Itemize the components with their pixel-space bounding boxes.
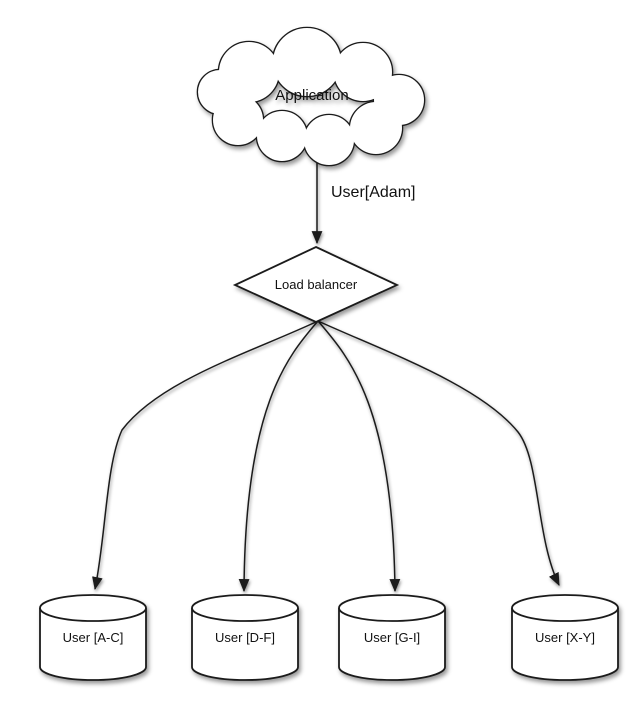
shard-node-d-f: User [D-F] (191, 594, 299, 681)
cylinder-top (338, 594, 446, 622)
application-cloud-node: Application (196, 26, 426, 167)
cylinder-body (191, 608, 299, 681)
cylinder-body (511, 608, 619, 681)
edge-lb-to-shard-x-y-arrow (317, 320, 560, 586)
load-balancer-diamond (232, 246, 400, 323)
shard-label-a-c: User [A-C] (63, 630, 124, 645)
edge-lb-to-shard-g-i-arrow (317, 320, 401, 593)
load-balancer-node: Load balancer (232, 246, 400, 323)
shard-node-g-i: User [G-I] (338, 594, 446, 681)
cylinder-top (511, 594, 619, 622)
cloud-fill (198, 28, 424, 165)
shard-label-d-f: User [D-F] (215, 630, 275, 645)
edge-lb-to-shard-a-c-arrow (92, 320, 319, 591)
edge-label-user-adam: User[Adam] (331, 184, 415, 201)
cylinder-top (39, 594, 147, 622)
cylinder-top (191, 594, 299, 622)
edges (92, 161, 560, 593)
shard-node-x-y: User [X-Y] (511, 594, 619, 681)
cylinder-body (39, 608, 147, 681)
shard-label-x-y: User [X-Y] (535, 630, 595, 645)
shard-node-a-c: User [A-C] (39, 594, 147, 681)
load-balancer-label: Load balancer (275, 277, 358, 292)
application-label: Application (275, 87, 348, 104)
cylinder-body (338, 608, 446, 681)
shard-label-g-i: User [G-I] (364, 630, 420, 645)
edge-lb-to-shard-d-f-arrow (238, 320, 319, 593)
